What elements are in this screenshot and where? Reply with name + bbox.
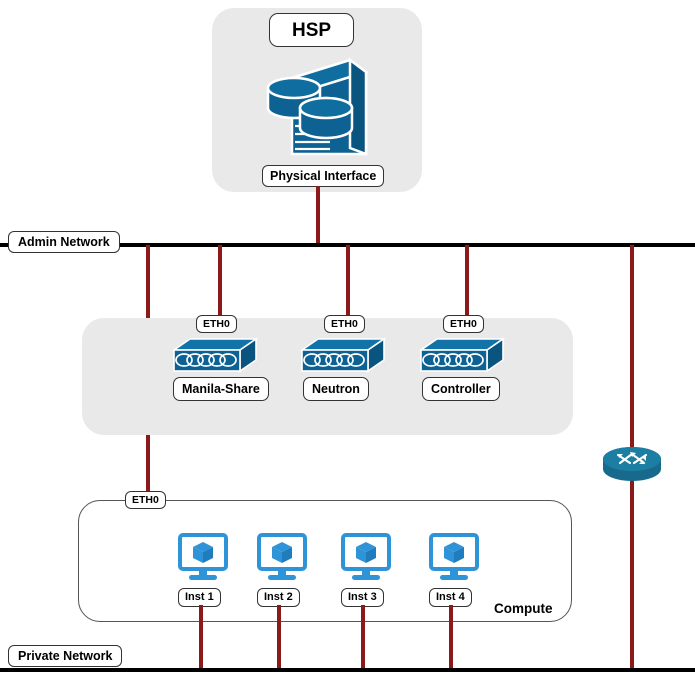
wire-admin-to-controller xyxy=(465,245,469,322)
node-label-manila-share: Manila-Share xyxy=(173,377,269,401)
instance-monitor-icon-1 xyxy=(177,532,229,582)
wire-inst4-to-private xyxy=(449,605,453,670)
wire-inst1-to-private xyxy=(199,605,203,670)
wire-admin-to-neutron xyxy=(346,245,350,322)
eth0-label-controller: ETH0 xyxy=(443,315,484,333)
service-zone-panel xyxy=(82,318,573,435)
switch-icon-manila-share xyxy=(170,336,260,376)
node-label-controller: Controller xyxy=(422,377,500,401)
instance-monitor-icon-3 xyxy=(340,532,392,582)
switch-icon-neutron xyxy=(298,336,388,376)
physical-interface-label: Physical Interface xyxy=(262,165,385,187)
eth0-label-compute: ETH0 xyxy=(125,491,166,509)
wire-admin-to-manila-share xyxy=(218,245,222,322)
hsp-title-label: HSP xyxy=(269,13,355,47)
storage-server-icon xyxy=(262,50,372,160)
wire-inst2-to-private xyxy=(277,605,281,670)
eth0-label-neutron: ETH0 xyxy=(324,315,365,333)
node-label-neutron: Neutron xyxy=(303,377,369,401)
wire-inst3-to-private xyxy=(361,605,365,670)
eth0-label-manila-share: ETH0 xyxy=(196,315,237,333)
private-network-bus xyxy=(0,668,695,672)
compute-zone-panel xyxy=(78,500,572,622)
router-icon[interactable] xyxy=(600,443,664,489)
instance-monitor-icon-2 xyxy=(256,532,308,582)
instance-label-3: Inst 3 xyxy=(341,588,384,607)
compute-zone-label: Compute xyxy=(494,601,553,616)
private-network-label: Private Network xyxy=(8,645,123,667)
wire-hsp-to-admin xyxy=(316,186,320,247)
admin-network-label: Admin Network xyxy=(8,231,120,253)
switch-icon-controller xyxy=(417,336,507,376)
instance-monitor-icon-4 xyxy=(428,532,480,582)
